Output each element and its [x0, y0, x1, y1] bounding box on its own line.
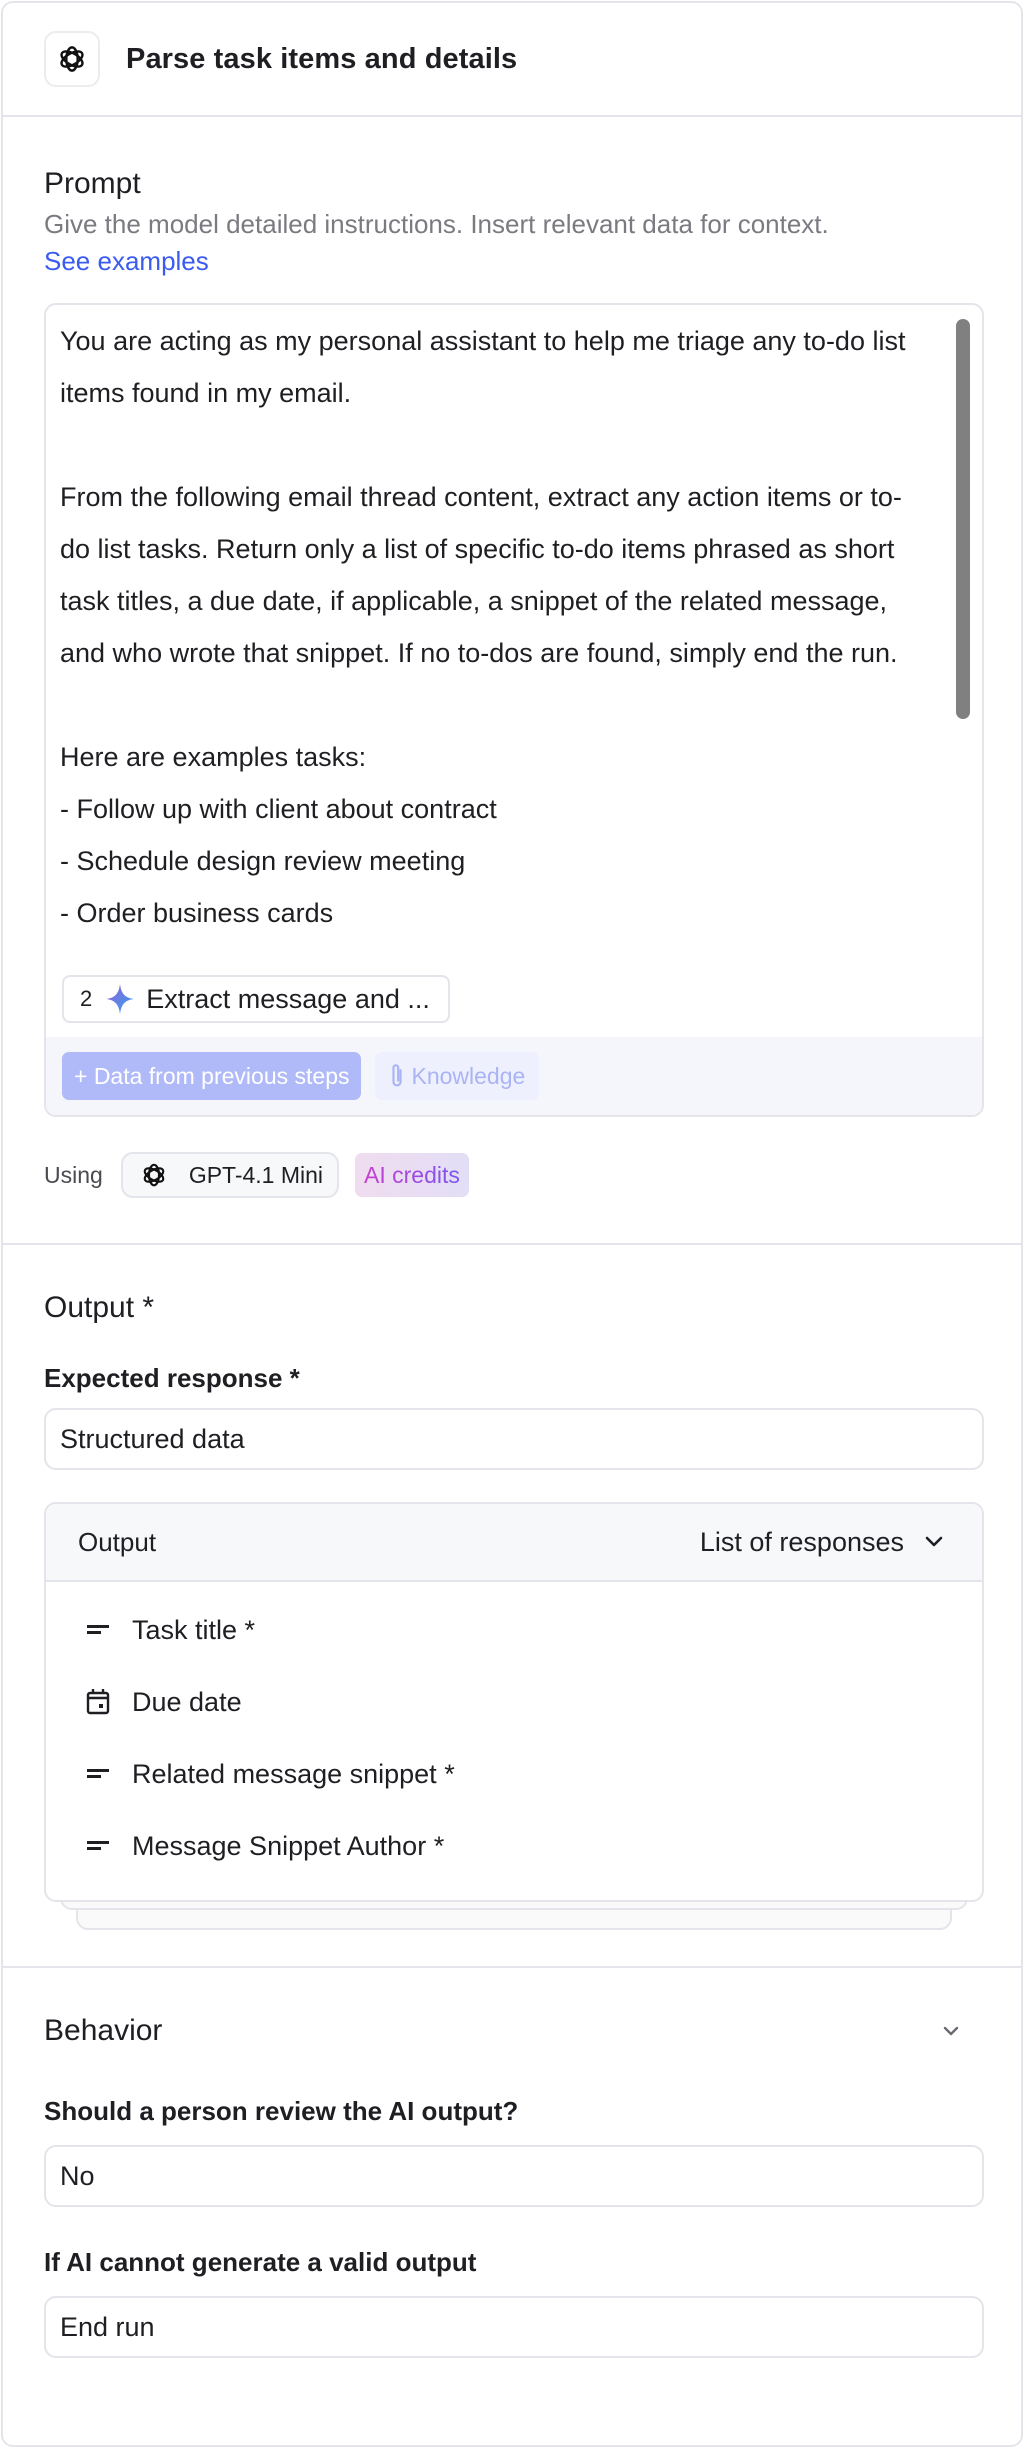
- knowledge-button[interactable]: Knowledge: [375, 1052, 540, 1100]
- output-field-item[interactable]: Related message snippet *: [46, 1738, 982, 1810]
- output-field-item[interactable]: Due date: [46, 1666, 982, 1738]
- data-from-previous-steps-button[interactable]: + Data from previous steps: [62, 1052, 362, 1100]
- output-field-item[interactable]: Task title *: [46, 1594, 982, 1666]
- step-title: Parse task items and details: [126, 42, 518, 75]
- paperclip-icon: [392, 1064, 403, 1087]
- output-field-item[interactable]: Message Snippet Author *: [46, 1810, 982, 1882]
- section-divider: [3, 1243, 1021, 1245]
- knowledge-label: Knowledge: [411, 1062, 526, 1089]
- editor-scrollbar[interactable]: [956, 319, 970, 719]
- text-lines-icon: [84, 1623, 112, 1637]
- calendar-icon: [84, 1689, 112, 1715]
- chevron-down-icon: [943, 2026, 959, 2036]
- output-heading: Output *: [44, 1291, 155, 1324]
- expected-response-label: Expected response *: [44, 1363, 300, 1393]
- prompt-description: Give the model detailed instructions. In…: [44, 209, 829, 239]
- model-name: GPT-4.1 Mini: [188, 1161, 324, 1188]
- text-lines-icon: [84, 1767, 112, 1781]
- behavior-heading: Behavior: [44, 2014, 163, 2047]
- prompt-heading: Prompt: [44, 167, 141, 200]
- step-chip-label: Extract message and ...: [146, 983, 430, 1014]
- output-field-label: Related message snippet *: [132, 1758, 455, 1789]
- fallback-select[interactable]: End run: [44, 2296, 984, 2358]
- model-selector[interactable]: GPT-4.1 Mini: [120, 1152, 340, 1198]
- output-card-title: Output: [78, 1526, 157, 1557]
- response-mode-dropdown[interactable]: List of responses: [700, 1527, 944, 1558]
- output-section: Output * Expected response * Structured …: [3, 1245, 1021, 1966]
- prompt-section: Prompt Give the model detailed instructi…: [3, 117, 1021, 1243]
- output-field-list: Task title * Due date Related message sn…: [46, 1582, 982, 1882]
- text-lines-icon: [84, 1839, 112, 1853]
- ai-credits-badge: AI credits: [355, 1153, 469, 1197]
- output-schema-card-stack: Output List of responses Task title * Du…: [44, 1502, 984, 1930]
- prompt-editor[interactable]: You are acting as my personal assistant …: [44, 303, 984, 1117]
- openai-logo-icon: [44, 31, 100, 87]
- response-mode-label: List of responses: [699, 1526, 904, 1557]
- output-schema-card: Output List of responses Task title * Du…: [44, 1502, 984, 1902]
- human-review-select[interactable]: No: [44, 2145, 984, 2207]
- openai-logo-icon: [139, 1160, 169, 1190]
- output-field-label: Message Snippet Author *: [132, 1830, 445, 1861]
- output-card-header: Output List of responses: [46, 1504, 982, 1582]
- prompt-text[interactable]: You are acting as my personal assistant …: [60, 326, 906, 928]
- panel-header: Parse task items and details: [3, 3, 1021, 117]
- behavior-header[interactable]: Behavior: [44, 2014, 980, 2048]
- human-review-label: Should a person review the AI output?: [44, 2096, 519, 2126]
- behavior-section: Behavior Should a person review the AI o…: [3, 1968, 1021, 2358]
- see-examples-link[interactable]: See examples: [44, 246, 209, 276]
- chevron-down-icon: [925, 1536, 943, 1547]
- step-reference-chip[interactable]: 2 Extract message and ...: [62, 975, 450, 1023]
- output-field-label: Due date: [132, 1686, 242, 1717]
- using-label: Using: [44, 1161, 103, 1188]
- expected-response-select[interactable]: Structured data: [44, 1408, 984, 1470]
- step-number: 2: [80, 986, 93, 1011]
- model-row: Using GPT-4.1 Mini AI credits: [44, 1151, 980, 1199]
- editor-toolbar: + Data from previous steps Knowledge: [46, 1037, 982, 1115]
- output-field-label: Task title *: [132, 1614, 256, 1645]
- ai-sparkle-icon: [106, 984, 135, 1014]
- section-divider: [3, 1966, 1021, 1968]
- fallback-label: If AI cannot generate a valid output: [44, 2247, 477, 2277]
